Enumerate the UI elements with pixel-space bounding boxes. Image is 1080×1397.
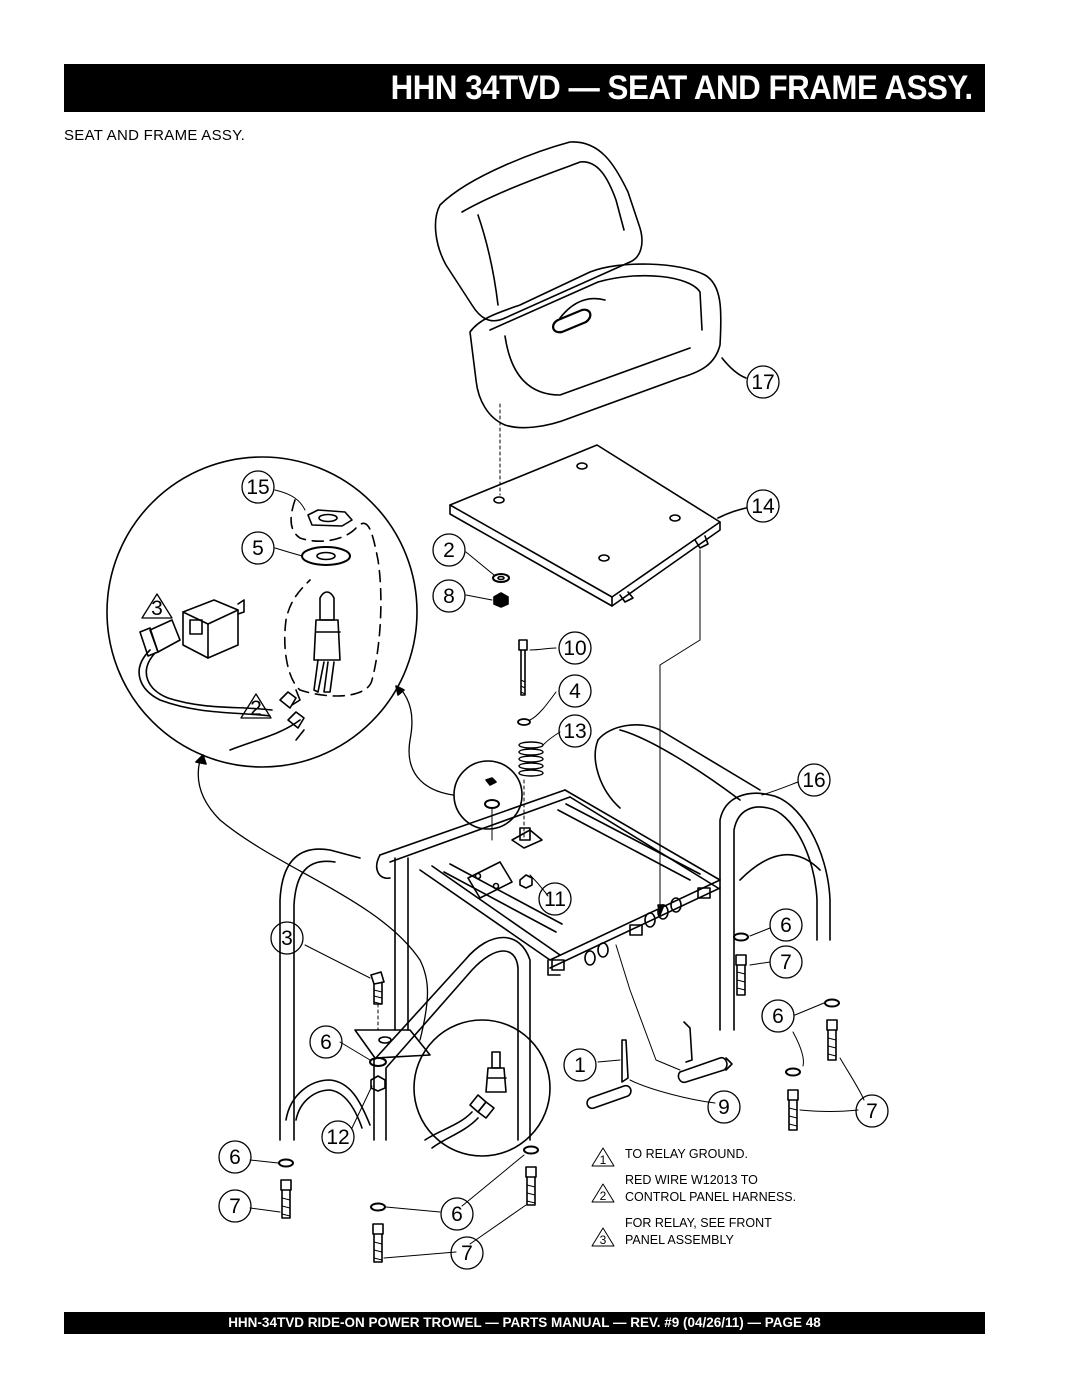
callout-7: 7 xyxy=(866,1100,878,1123)
seat-part xyxy=(434,141,722,429)
callout-4: 4 xyxy=(569,680,581,703)
bolt-part xyxy=(518,639,528,696)
callout-16: 16 xyxy=(802,769,825,792)
detail-bubble xyxy=(453,760,523,841)
note-3-number: 3 xyxy=(600,1233,607,1247)
callout-5: 5 xyxy=(252,537,264,560)
callout-14: 14 xyxy=(751,495,775,518)
washer-part xyxy=(492,573,510,583)
callout-6: 6 xyxy=(451,1203,463,1226)
callout-12: 12 xyxy=(326,1126,349,1149)
footer-text: HHN-34TVD RIDE-ON POWER TROWEL — PARTS M… xyxy=(228,1315,821,1330)
lower-zoom-circle xyxy=(413,1019,551,1157)
note-3-line-1: FOR RELAY, SEE FRONT xyxy=(625,1216,772,1230)
callout-7: 7 xyxy=(229,1195,241,1218)
callout-6: 6 xyxy=(320,1031,332,1054)
guide-line-2 xyxy=(659,639,701,906)
note-2-line-1: RED WIRE W12013 TO xyxy=(625,1173,758,1187)
note-1-number: 1 xyxy=(600,1153,607,1167)
callout-1: 1 xyxy=(574,1054,586,1077)
callout-2: 2 xyxy=(443,539,455,562)
note-2-number: 2 xyxy=(600,1189,607,1203)
callout-7: 7 xyxy=(461,1242,473,1265)
warning-2: 2 xyxy=(250,697,262,720)
callout-6: 6 xyxy=(772,1005,784,1028)
notes-legend xyxy=(591,1147,615,1247)
callout-11: 11 xyxy=(544,888,566,911)
washer-4-part xyxy=(517,718,531,726)
callout-8: 8 xyxy=(443,585,455,608)
callout-9: 9 xyxy=(718,1096,730,1119)
callout-13: 13 xyxy=(563,720,586,743)
callout-6: 6 xyxy=(229,1146,241,1169)
nut-part xyxy=(493,592,509,608)
seat-plate-part xyxy=(449,444,721,607)
callout-15: 15 xyxy=(246,476,269,499)
callout-6: 6 xyxy=(780,914,792,937)
page-title: HHN 34TVD — SEAT AND FRAME ASSY. xyxy=(391,69,973,107)
note-2-line-2: CONTROL PANEL HARNESS. xyxy=(625,1190,796,1204)
zoom-detail-circle xyxy=(106,456,418,768)
callout-17: 17 xyxy=(751,371,774,394)
frame-part xyxy=(279,724,831,1141)
callout-10: 10 xyxy=(563,637,586,660)
note-3-line-2: PANEL ASSEMBLY xyxy=(625,1233,735,1247)
leader-14 xyxy=(717,507,747,519)
title-bar: HHN 34TVD — SEAT AND FRAME ASSY. xyxy=(64,64,985,112)
warning-3: 3 xyxy=(151,597,163,620)
callout-3: 3 xyxy=(281,927,293,950)
callouts xyxy=(141,365,889,1270)
spring-part xyxy=(518,741,544,777)
callout-7: 7 xyxy=(780,951,792,974)
section-subtitle: SEAT AND FRAME ASSY. xyxy=(64,127,246,144)
footer-bar: HHN-34TVD RIDE-ON POWER TROWEL — PARTS M… xyxy=(64,1312,985,1334)
detail-arrow xyxy=(399,687,454,796)
leader-17 xyxy=(721,357,747,379)
note-1-line-1: TO RELAY GROUND. xyxy=(625,1147,748,1161)
